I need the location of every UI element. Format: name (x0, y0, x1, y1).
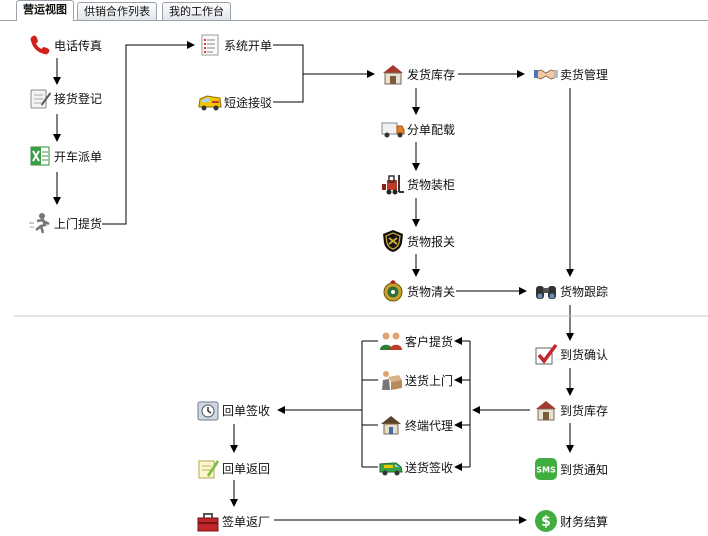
node-short-transfer[interactable]: 短途接驳 (198, 90, 273, 114)
node-arrival-confirm[interactable]: 到货确认 (534, 342, 609, 366)
node-label: 回单签收 (222, 401, 271, 419)
merge-bracket-order-transfer (273, 44, 304, 103)
node-phone-fax[interactable]: 电话传真 (28, 33, 103, 57)
node-label: 财务结算 (560, 512, 609, 530)
money-icon: $ (535, 510, 557, 532)
tab-my-workbench[interactable]: 我的工作台 (162, 2, 231, 20)
node-sales-mgmt[interactable]: 卖货管理 (534, 62, 609, 86)
node-arrival-notice[interactable]: SMS 到货通知 (534, 457, 609, 481)
node-receive-register[interactable]: 接货登记 (28, 86, 103, 110)
node-label: 开车派单 (54, 147, 103, 165)
node-label: 上门提货 (54, 214, 103, 232)
node-system-order[interactable]: 系统开单 (198, 33, 273, 57)
toolbox-icon (197, 513, 219, 532)
excel-sheet-icon (30, 146, 50, 166)
node-label: 分单配载 (407, 120, 456, 138)
taxi-van-icon (198, 95, 222, 111)
node-sign-return-factory[interactable]: 签单返厂 (196, 509, 271, 533)
node-cargo-container[interactable]: 货物装柜 (381, 172, 456, 196)
node-customer-pickup[interactable]: 客户提货 (379, 329, 454, 353)
node-arrival-stock[interactable]: 到货库存 (534, 398, 609, 422)
running-courier-icon (29, 213, 50, 234)
delivery-box-icon (382, 371, 402, 390)
tab-bar: 营运视图 供销合作列表 我的工作台 (0, 0, 708, 22)
node-label: 签单返厂 (222, 512, 271, 530)
node-cargo-declare[interactable]: 货物报关 (381, 229, 456, 253)
svg-text:$: $ (541, 514, 551, 530)
node-label: 货物清关 (407, 282, 456, 300)
notepad-pencil-icon (30, 89, 51, 109)
node-split-load[interactable]: 分单配载 (381, 117, 456, 141)
node-delivery-door[interactable]: 送货上门 (379, 368, 454, 392)
node-label: 送货上门 (405, 371, 454, 389)
node-shipping-stock[interactable]: 发货库存 (381, 62, 456, 86)
node-door-pickup[interactable]: 上门提货 (28, 211, 103, 235)
node-label: 送货签收 (405, 458, 454, 476)
arrow-pickup-to-system-order (101, 41, 195, 225)
node-label: 到货库存 (560, 401, 609, 419)
node-label: 货物装柜 (407, 175, 456, 193)
delivery-van-icon (379, 462, 403, 476)
tab-operations-view[interactable]: 营运视图 (16, 0, 74, 21)
clock-folder-icon (197, 401, 219, 421)
node-label: 电话传真 (54, 36, 103, 54)
binoculars-icon (536, 286, 556, 299)
node-label: 短途接驳 (224, 93, 273, 111)
node-receipt-sign[interactable]: 回单签收 (196, 398, 271, 422)
warehouse-icon (536, 401, 556, 421)
people-icon (380, 332, 402, 350)
node-label: 接货登记 (54, 89, 103, 107)
warehouse-icon (383, 65, 403, 85)
tab-bar-divider (0, 20, 708, 21)
house-icon (381, 416, 401, 435)
node-label: 发货库存 (407, 65, 456, 83)
svg-text:SMS: SMS (536, 466, 556, 475)
node-delivery-sign[interactable]: 送货签收 (379, 455, 454, 479)
node-label: 货物报关 (407, 232, 456, 250)
node-label: 到货通知 (560, 460, 609, 478)
node-finance-settle[interactable]: $ 财务结算 (534, 509, 609, 533)
node-terminal-agent[interactable]: 终端代理 (379, 413, 454, 437)
forklift-icon (382, 175, 404, 195)
node-dispatch-truck[interactable]: 开车派单 (28, 144, 103, 168)
phone-icon (30, 35, 50, 55)
node-label: 终端代理 (405, 416, 454, 434)
emblem-icon (383, 280, 403, 302)
node-label: 客户提货 (405, 332, 454, 350)
tab-supply-cooperation-list[interactable]: 供销合作列表 (77, 2, 157, 20)
node-cargo-tracking[interactable]: 货物跟踪 (534, 279, 609, 303)
node-label: 系统开单 (224, 36, 273, 54)
customs-badge-icon (383, 230, 403, 252)
node-receipt-return[interactable]: 回单返回 (196, 456, 271, 480)
handshake-icon (534, 69, 558, 80)
checkbox-check-icon (535, 343, 558, 365)
node-label: 到货确认 (560, 345, 609, 363)
sms-icon: SMS (535, 458, 557, 480)
notepad-pencil-icon (198, 460, 219, 479)
document-list-icon (201, 34, 219, 56)
node-label: 回单返回 (222, 459, 271, 477)
node-label: 货物跟踪 (560, 282, 609, 300)
truck-icon (381, 122, 405, 138)
node-cargo-clearance[interactable]: 货物清关 (381, 279, 456, 303)
node-label: 卖货管理 (560, 65, 609, 83)
